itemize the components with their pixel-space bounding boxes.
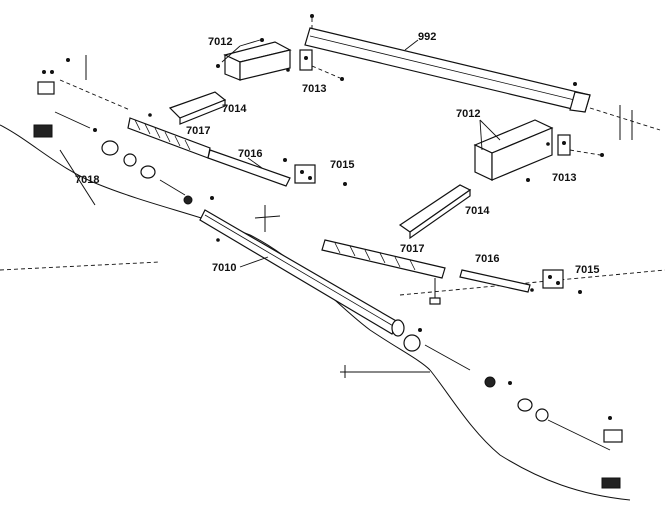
part-7010-main-rail	[199, 196, 405, 337]
label-7016-left: 7016	[238, 148, 262, 160]
dashed-reference-line-right	[399, 269, 666, 296]
leader-7012-top-b	[221, 45, 241, 63]
label-992: 992	[418, 31, 436, 43]
label-7014-top: 7014	[222, 103, 247, 115]
end-assembly-right	[403, 328, 623, 489]
label-7012-top: 7012	[208, 36, 232, 48]
part-7016-slat-right	[459, 269, 531, 293]
label-7014-right: 7014	[465, 205, 490, 217]
part-7016-slat-left	[207, 149, 291, 187]
label-7013-top: 7013	[302, 83, 326, 95]
frame-outline-bottom	[429, 369, 631, 501]
leader-7012-right-a	[479, 119, 483, 151]
label-7015-right: 7015	[575, 264, 599, 276]
part-7013-bracket-top	[286, 49, 344, 81]
label-7017-right: 7017	[400, 243, 424, 255]
part-7013-bracket-right	[546, 134, 604, 157]
part-7017-bar-right	[321, 239, 446, 305]
leader-992	[404, 39, 419, 51]
label-7016-right: 7016	[475, 253, 499, 265]
leader-7016-left	[247, 157, 263, 169]
frame-outline-tick	[59, 149, 96, 206]
part-7012-crossbar-right	[473, 119, 554, 182]
part-7012-crossbar-top	[216, 38, 292, 81]
part-7018-end-assembly-left	[33, 55, 193, 205]
leader-7012-right-b	[479, 119, 501, 141]
leader-7010	[239, 256, 269, 268]
label-7015-left: 7015	[330, 159, 354, 171]
dashed-reference-line-left	[0, 261, 161, 271]
part-992-rail	[304, 14, 661, 140]
label-7013-right: 7013	[552, 172, 576, 184]
label-7012-right: 7012	[456, 108, 480, 120]
part-7015-latch-left	[283, 158, 347, 186]
label-7018: 7018	[75, 174, 99, 186]
leader-7012-top-a	[239, 39, 261, 47]
label-7017-left: 7017	[186, 125, 210, 137]
part-7014-board-top	[168, 91, 227, 125]
part-7014-board-right	[398, 184, 472, 240]
frame-outline-left	[0, 124, 431, 371]
part-7015-latch-right	[530, 269, 582, 294]
label-7010: 7010	[212, 262, 236, 274]
